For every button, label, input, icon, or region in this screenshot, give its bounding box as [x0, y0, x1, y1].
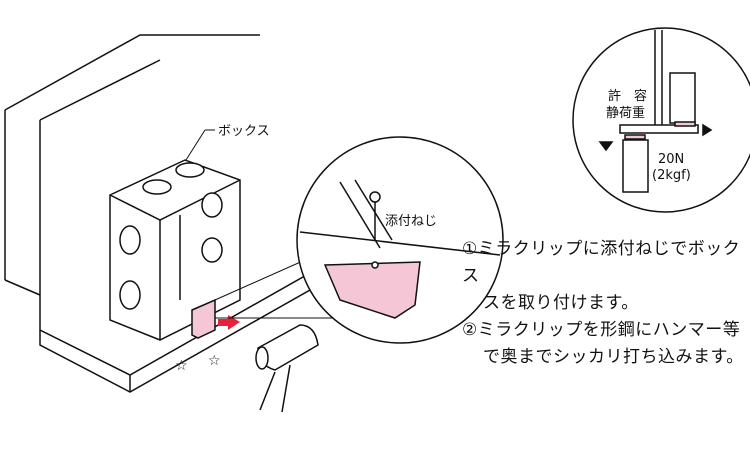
- allowable-label: 許 容: [608, 88, 647, 104]
- junction-box: [109, 159, 241, 341]
- impact-stars: ☆☆: [175, 353, 221, 374]
- step-1-line2: スを取り付けます。: [483, 293, 639, 313]
- right-arrow-icon: [702, 123, 713, 137]
- steel-beam: [4, 34, 431, 393]
- load-kgf: (2kgf): [652, 168, 691, 183]
- hammer-direction-arrow: [218, 315, 240, 330]
- step-2-line2: で奥までシッカリ打ち込みます。: [483, 347, 744, 367]
- hammer: [255, 324, 319, 413]
- detail-circle: 添付ねじ: [296, 136, 504, 344]
- static-load-label: 静荷重: [606, 105, 645, 121]
- svg-text:☆: ☆: [175, 358, 188, 374]
- load-detail-circle: 許 容 静荷重 20N (2kgf): [572, 27, 750, 213]
- load-newton: 20N: [658, 152, 684, 167]
- screw-label: 添付ねじ: [385, 214, 437, 229]
- svg-text:☆: ☆: [208, 353, 221, 369]
- down-arrow-icon: [598, 141, 614, 152]
- step-2-line1: ②ミラクリップを形鋼にハンマー等: [462, 320, 741, 340]
- instructions: ①ミラクリップに添付ねじでボックス スを取り付けます。 ②ミラクリップを形鋼にハ…: [462, 236, 750, 371]
- mira-clip: [191, 298, 216, 339]
- step-1-line1: ①ミラクリップに添付ねじでボックス: [462, 239, 741, 286]
- box-label: ボックス: [218, 124, 270, 139]
